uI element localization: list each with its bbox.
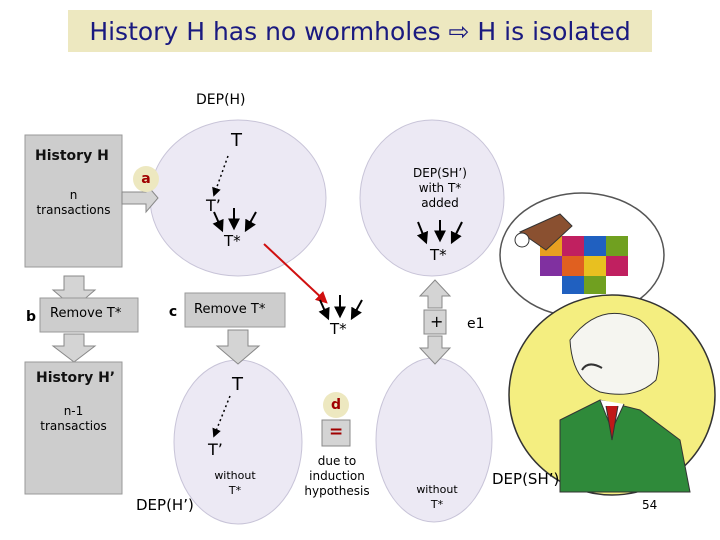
down-arrow-mid	[215, 329, 261, 365]
t-star-mid-label: T*	[330, 320, 347, 338]
plus-arrow-down	[418, 335, 452, 365]
due-to-induction-label: due to induction hypothesis	[304, 454, 370, 498]
thinking-man-illustration	[508, 294, 716, 496]
step-c-label: c	[168, 304, 178, 320]
t-bottom-label: T	[232, 374, 243, 395]
history-h-prime-box	[24, 361, 123, 495]
t-prime-top-label: T’	[206, 196, 221, 215]
plus-label: +	[430, 312, 444, 331]
history-h-box	[24, 134, 123, 268]
ellipse-dep-sh-top	[359, 119, 505, 277]
slide-title: History H has no wormholes ⇨ H is isolat…	[68, 10, 652, 52]
dotted-t-top	[212, 155, 229, 197]
dotted-t-bottom	[212, 395, 231, 438]
step-d-label: d	[323, 392, 349, 418]
remove-box-mid	[184, 292, 286, 328]
t-prime-bottom-label: T’	[208, 440, 223, 459]
puzzle-illustration	[514, 213, 628, 294]
plus-arrow-up	[418, 279, 452, 309]
t-star-top-label: T*	[224, 232, 241, 250]
t-star-arrows-top-left	[212, 208, 257, 233]
t-top-label: T	[231, 130, 242, 151]
equals-label: =	[329, 422, 344, 442]
dep-h-prime-label: DEP(H’)	[136, 496, 194, 514]
history-h-prime-label: History H’	[36, 370, 116, 386]
remove-t-star-mid-label: Remove T*	[194, 302, 266, 317]
step-b-label: b	[25, 309, 37, 325]
dep-sh-prime-label: DEP(SH’)	[492, 470, 560, 488]
n-transactions-label: n transactions	[36, 188, 111, 217]
without-t-star-right-label: without T*	[416, 483, 458, 511]
remove-t-star-left-label: Remove T*	[50, 306, 122, 321]
red-arrow	[263, 243, 328, 304]
e1-label: e1	[467, 316, 485, 332]
remove-box-left	[39, 297, 139, 333]
t-star-arrows-mid	[318, 295, 363, 321]
equals-box	[321, 419, 351, 447]
down-arrow-left-2	[51, 333, 97, 363]
n1-transactions-label: n-1 transactios	[40, 404, 107, 433]
dep-sh-prime-with-t-star-label: DEP(SH’) with T* added	[413, 166, 467, 210]
step-a-label: a	[133, 166, 159, 192]
dep-h-label: DEP(H)	[196, 92, 246, 108]
history-h-label: History H	[35, 148, 109, 164]
plus-box	[423, 309, 447, 335]
t-star-right-label: T*	[430, 246, 447, 264]
t-star-arrows-top-right	[416, 220, 463, 245]
without-t-star-left-label: without T*	[214, 469, 256, 497]
page-number: 54	[642, 498, 658, 512]
